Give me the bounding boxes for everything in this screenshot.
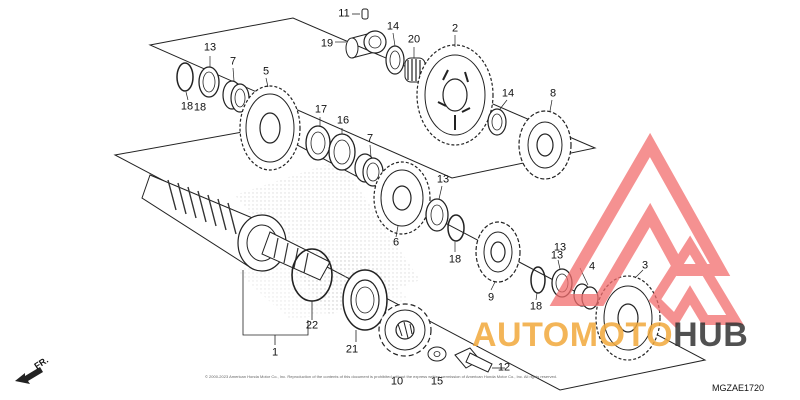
washer-15: [427, 346, 447, 362]
gear-8: [518, 110, 572, 180]
callout-bracket-1: [242, 270, 309, 345]
bearing-19: [345, 30, 387, 59]
part-callout-18: 18: [180, 100, 194, 113]
part-callout-16: 16: [336, 114, 350, 127]
oil-seal-21: [342, 269, 388, 342]
snap-ring-18-low: [530, 266, 546, 294]
bolt-12: [454, 347, 505, 373]
part-callout-21: 21: [345, 343, 359, 356]
part-callout-13: 13: [553, 241, 567, 254]
part-callout-18: 18: [448, 253, 462, 266]
gear-9: [475, 221, 521, 283]
part-callout-6: 6: [392, 236, 400, 249]
washer-13-upper: [198, 66, 220, 98]
part-callout-19: 19: [320, 37, 334, 50]
watermark-text: AUTOMOTOHUB: [472, 316, 748, 355]
watermark-text-hub: HUB: [673, 316, 749, 354]
gear-2: [416, 44, 494, 146]
part-callout-18: 18: [529, 300, 543, 313]
part-callout-1: 1: [271, 346, 279, 359]
drive-sprocket-10: [378, 303, 432, 357]
part-callout-9: 9: [487, 291, 495, 304]
part-callout-4: 4: [588, 260, 596, 273]
leader-lines: [185, 32, 644, 301]
part-callout-13: 13: [203, 41, 217, 54]
part-callout-13: 13: [436, 173, 450, 186]
washer-14-upper: [385, 45, 405, 75]
gear-5: [239, 85, 301, 171]
gear-6: [373, 161, 431, 235]
snap-ring-18-mid: [447, 214, 465, 242]
part-callout-14: 14: [501, 87, 515, 100]
part-callout-5: 5: [262, 65, 270, 78]
watermark-text-moto: MOTO: [569, 316, 674, 354]
part-callout-14: 14: [386, 20, 400, 33]
part-callout-7: 7: [229, 55, 237, 68]
watermark-logo: [549, 132, 744, 329]
dowel-pin-11: [361, 8, 369, 20]
gear-3: [595, 275, 661, 361]
part-callout-8: 8: [549, 87, 557, 100]
copyright-notice: © 2000-2023 American Honda Motor Co., In…: [205, 374, 558, 379]
part-callout-12: 12: [497, 361, 511, 374]
part-callout-2: 2: [451, 22, 459, 35]
mainshaft: [141, 174, 331, 281]
snap-ring-18-upper: [176, 62, 194, 92]
front-direction-arrow: [15, 367, 43, 384]
washer-16: [328, 133, 356, 171]
part-callout-3: 3: [641, 259, 649, 272]
washer-17: [305, 125, 331, 161]
part-callout-15: 15: [430, 375, 444, 388]
part-callout-17: 17: [314, 103, 328, 116]
part-callout-22: 22: [305, 319, 319, 332]
diagram-code: MGZAE1720: [712, 383, 765, 393]
part-callout-13: 13: [550, 249, 564, 262]
part-callout-10: 10: [390, 375, 404, 388]
washer-14-right: [487, 108, 507, 136]
watermark-text-auto: AUTO: [472, 316, 570, 354]
part-callout-7: 7: [366, 132, 374, 145]
washer-13-mid: [425, 198, 449, 232]
part-callout-18: 18: [193, 101, 207, 114]
part-callout-20: 20: [407, 33, 421, 46]
upper-plate-outline: [148, 17, 597, 179]
part-callout-11: 11: [338, 7, 350, 20]
